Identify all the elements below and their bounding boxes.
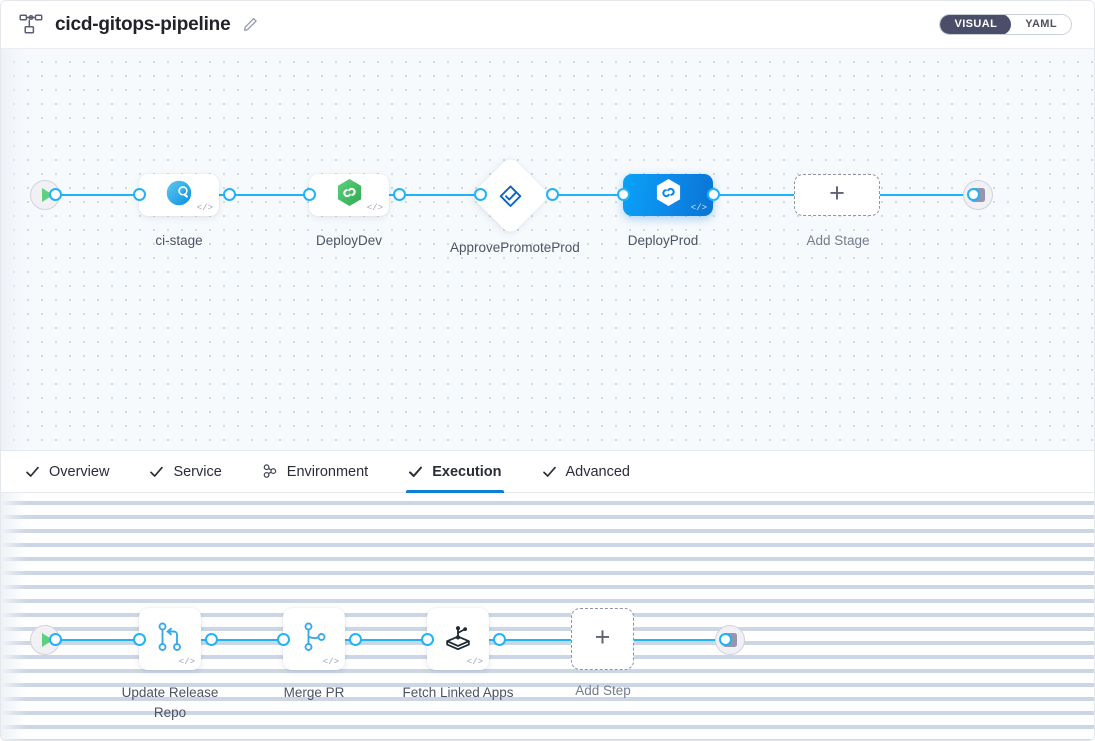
tab-execution[interactable]: Execution [406, 451, 504, 493]
edge-deploydev-to-approval [371, 194, 476, 196]
step-label-fetch-linked-apps: Fetch Linked Apps [402, 685, 514, 700]
port-deploydev-out[interactable] [393, 188, 406, 201]
tab-label: Execution [432, 463, 502, 480]
port-deployprod-out[interactable] [707, 188, 720, 201]
stage-graph-canvas[interactable]: </> ci-stage [1, 49, 1094, 450]
port-merge-pr-in[interactable] [277, 633, 290, 646]
port-ci-stage-in[interactable] [133, 188, 146, 201]
check-icon [542, 465, 557, 479]
canvas-left-fade [1, 493, 27, 740]
edge-approval-to-deployprod [544, 194, 644, 196]
harness-cd-hex-icon [336, 178, 363, 212]
port-deploydev-in[interactable] [303, 188, 316, 201]
stage-label-deployprod: DeployProd [627, 233, 699, 248]
execution-graph-canvas[interactable]: </> Update Release Repo </> [1, 493, 1094, 740]
port-exec-start-out[interactable] [49, 633, 62, 646]
edge-fetch-linked-apps-to-addstep [477, 639, 577, 641]
port-ci-stage-out[interactable] [223, 188, 236, 201]
play-icon [41, 633, 53, 647]
stage-config-tabs[interactable]: Overview Service Environ [1, 450, 1094, 493]
add-step-button[interactable]: + [571, 608, 634, 670]
tab-label: Environment [286, 463, 369, 480]
code-badge: </> [196, 203, 213, 213]
page-title: cicd-gitops-pipeline [55, 13, 231, 35]
tab-label: Advanced [565, 463, 631, 480]
port-approval-in[interactable] [474, 188, 487, 201]
port-fetch-linked-apps-out[interactable] [493, 633, 506, 646]
port-end-in[interactable] [967, 188, 980, 201]
tab-service[interactable]: Service [149, 451, 222, 493]
step-label-merge-pr: Merge PR [283, 685, 345, 700]
canvas-left-fade [1, 49, 27, 450]
code-badge: </> [690, 203, 707, 213]
tab-environment[interactable]: Environment [262, 451, 368, 493]
port-fetch-linked-apps-in[interactable] [421, 633, 434, 646]
code-badge: </> [178, 657, 195, 667]
add-step-label: Add Step [575, 683, 631, 698]
plus-icon: + [594, 622, 611, 652]
tab-label: Service [173, 463, 222, 480]
add-stage-button[interactable]: + [794, 174, 880, 216]
edge-update-release-repo-to-merge-pr [189, 639, 309, 641]
code-badge: </> [366, 203, 383, 213]
code-badge: </> [466, 657, 483, 667]
infrastructure-icon [262, 464, 278, 479]
git-branch-icon [299, 621, 329, 658]
stage-node-ci-stage[interactable]: </> [139, 174, 219, 216]
edge-addstage-to-end [877, 194, 973, 196]
stage-label-deploydev: DeployDev [315, 233, 383, 248]
pencil-edit-icon[interactable] [243, 17, 259, 33]
step-label-update-release-repo: Update Release Repo [121, 685, 219, 720]
port-update-release-repo-in[interactable] [133, 633, 146, 646]
stage-node-deployprod[interactable]: </> [623, 174, 713, 216]
edge-merge-pr-to-fetch-linked-apps [333, 639, 453, 641]
tab-overview[interactable]: Overview [25, 451, 109, 493]
stage-label-approvepromoteprod: ApprovePromoteProd [450, 240, 580, 255]
pipeline-hierarchy-icon [19, 13, 45, 37]
edge-addstep-to-end [633, 639, 729, 641]
port-exec-end-in[interactable] [719, 633, 732, 646]
toggle-option-visual[interactable]: VISUAL [940, 15, 1012, 34]
approval-check-icon [497, 182, 525, 210]
edge-ci-stage-to-deploydev [201, 194, 331, 196]
stage-node-approvepromoteprod[interactable] [470, 155, 551, 236]
edge-start-to-update-release-repo [46, 639, 156, 641]
step-node-merge-pr[interactable]: </> [283, 608, 345, 670]
add-stage-label: Add Stage [806, 233, 870, 248]
harness-cd-hex-icon [655, 178, 682, 212]
pipeline-header: cicd-gitops-pipeline VISUAL YAML [1, 1, 1094, 49]
harness-ci-icon [165, 179, 193, 212]
port-approval-out[interactable] [546, 188, 559, 201]
plus-icon: + [829, 178, 845, 208]
port-deployprod-in[interactable] [617, 188, 630, 201]
tab-label: Overview [49, 463, 110, 480]
port-merge-pr-out[interactable] [349, 633, 362, 646]
stage-label-ci-stage: ci-stage [155, 233, 203, 248]
stage-node-deploydev[interactable]: </> [309, 174, 389, 216]
edge-start-to-ci-stage [46, 194, 156, 196]
port-update-release-repo-out[interactable] [205, 633, 218, 646]
edge-deployprod-to-addstage [706, 194, 816, 196]
argocd-icon [441, 621, 475, 658]
step-node-update-release-repo[interactable]: </> [139, 608, 201, 670]
step-node-fetch-linked-apps[interactable]: </> [427, 608, 489, 670]
check-icon [25, 465, 40, 479]
view-mode-toggle[interactable]: VISUAL YAML [939, 14, 1072, 35]
tab-advanced[interactable]: Advanced [542, 451, 631, 493]
code-badge: </> [322, 657, 339, 667]
toggle-option-yaml[interactable]: YAML [1011, 15, 1071, 34]
play-icon [41, 188, 53, 202]
check-icon [408, 465, 423, 479]
port-start-out[interactable] [49, 188, 62, 201]
git-merge-icon [155, 621, 185, 658]
check-icon [149, 465, 164, 479]
